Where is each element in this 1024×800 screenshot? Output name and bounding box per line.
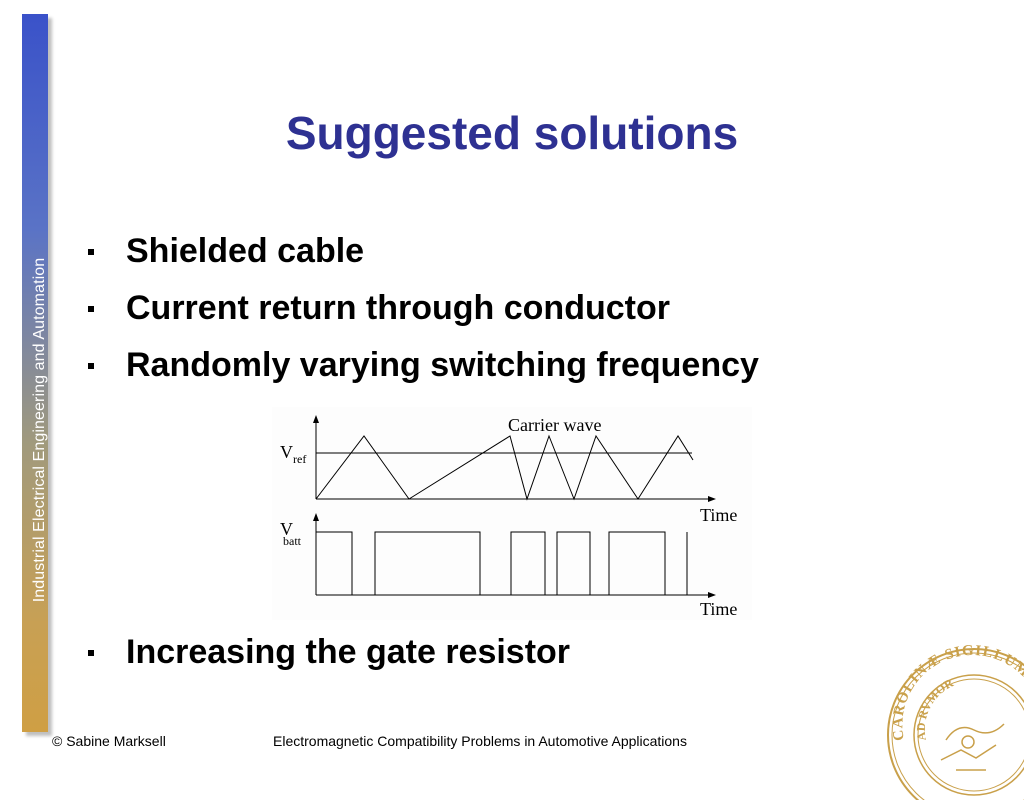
pwm-signal <box>316 531 688 596</box>
top-x-arrow-icon <box>708 496 716 502</box>
top-y-arrow-icon <box>313 415 319 423</box>
time-label-top: Time <box>700 505 737 525</box>
svg-text:CAROLINÆ SIGILLUM: CAROLINÆ SIGILLUM <box>890 643 1024 742</box>
carrier-wave-label: Carrier wave <box>508 415 601 435</box>
bullet-text: Current return through conductor <box>126 289 670 327</box>
carrier-wave <box>315 434 694 501</box>
bullet-text: Randomly varying switching frequency <box>126 346 759 384</box>
bullet-item: Randomly varying switching frequency <box>88 346 759 385</box>
seal-emblem <box>940 723 1005 771</box>
bottom-y-arrow-icon <box>313 513 319 521</box>
bullet-square-icon <box>88 248 94 255</box>
bullet-item: Increasing the gate resistor <box>88 633 570 672</box>
footer-copyright: © Sabine Marksell <box>52 733 166 749</box>
bullet-text: Shielded cable <box>126 232 365 270</box>
bullet-item: Current return through conductor <box>88 289 670 328</box>
sidebar-bar <box>22 14 48 732</box>
bullet-item: Shielded cable <box>88 232 364 271</box>
bullet-square-icon <box>88 649 94 656</box>
bullet-square-icon <box>88 305 94 312</box>
footer-course-title: Electromagnetic Compatibility Problems i… <box>273 733 687 749</box>
sidebar-label: Industrial Electrical Engineering and Au… <box>31 257 48 603</box>
slide-title: Suggested solutions <box>285 107 739 159</box>
vref-label: Vref <box>280 442 306 466</box>
seal-text-outer: CAROLINÆ SIGILLUM <box>890 643 1024 742</box>
bottom-x-arrow-icon <box>708 592 716 598</box>
university-seal-icon: CAROLINÆ SIGILLUM AD RVMOR <box>887 643 1024 800</box>
bullet-text: Increasing the gate resistor <box>126 633 571 671</box>
time-label-bottom: Time <box>700 599 737 619</box>
bullet-square-icon <box>88 362 94 369</box>
